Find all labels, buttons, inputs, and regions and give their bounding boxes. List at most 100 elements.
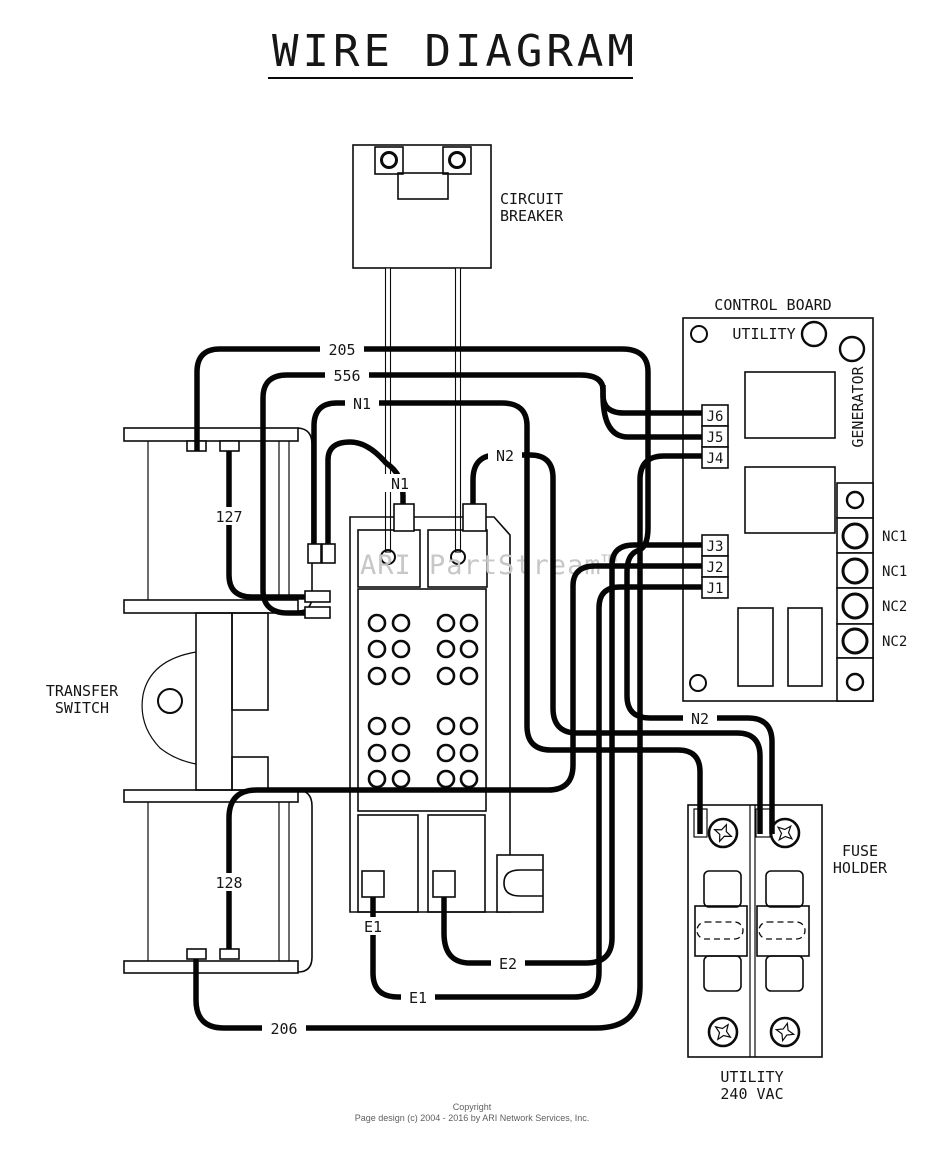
fuse-cartridge-right bbox=[756, 870, 810, 992]
board-terminal-strip bbox=[836, 482, 874, 702]
switch-side-tab-d bbox=[304, 606, 331, 619]
armature-side-step bbox=[231, 756, 269, 791]
wire-label-e1-bottom: E1 bbox=[409, 989, 427, 1007]
wire-206 bbox=[193, 453, 706, 1031]
armature-pivot-arm bbox=[141, 651, 197, 765]
fuse-screw-top-right-icon bbox=[769, 817, 801, 849]
wire-label-n2-right: N2 bbox=[691, 710, 709, 728]
contactor-terminal-field bbox=[357, 588, 487, 812]
armature-pivot-hole bbox=[157, 688, 183, 714]
fuse-holder: FUSE HOLDER UTILITY 240 VAC bbox=[687, 804, 888, 1103]
fuse-screw-bottom-right-icon bbox=[769, 1016, 801, 1048]
jack-j5-label: J5 bbox=[707, 430, 724, 446]
circuit-breaker-body bbox=[352, 144, 492, 269]
fuse-holder-label-line2: HOLDER bbox=[833, 859, 888, 877]
lower-coil-bottom-plate bbox=[123, 960, 299, 974]
control-board-label: CONTROL BOARD bbox=[714, 296, 831, 314]
fuse-window-right bbox=[758, 921, 806, 940]
breaker-rating-plate bbox=[397, 172, 449, 200]
wire-127 bbox=[226, 451, 306, 600]
utility-label: UTILITY bbox=[732, 325, 795, 343]
strip-hole-nc1-b bbox=[841, 557, 869, 585]
board-capacitor-left bbox=[737, 607, 774, 687]
wire-556-j5-branch bbox=[600, 385, 706, 440]
board-mount-hole-left bbox=[690, 325, 708, 343]
jack-j4 bbox=[701, 446, 729, 469]
jack-blocks: J6 J5 J4 J3 J2 J1 bbox=[701, 404, 729, 599]
wire-128-j2 bbox=[226, 563, 706, 949]
connector-tabs bbox=[304, 503, 487, 898]
wire-label-e1-tab: E1 bbox=[364, 918, 382, 936]
circuit-breaker: CIRCUIT BREAKER bbox=[352, 144, 564, 553]
board-generator-hole bbox=[838, 335, 866, 363]
contactor-bottom-coil-right bbox=[427, 814, 486, 913]
fuse-screw-top-left-icon bbox=[707, 817, 739, 849]
strip-hole-nc1-a bbox=[841, 522, 869, 550]
fuse-screws bbox=[707, 817, 801, 1048]
armature-side-block bbox=[231, 612, 269, 711]
wire-label-n1-left: N1 bbox=[353, 395, 371, 413]
wire-e1 bbox=[370, 584, 706, 1000]
wire-n1-jumper bbox=[325, 439, 406, 558]
strip-hole-nc2-a bbox=[841, 592, 869, 620]
contactor-top-post-left bbox=[380, 549, 396, 565]
contactor-side-bracket-notch bbox=[503, 869, 543, 897]
fuse-cartridge-left bbox=[694, 870, 748, 992]
jack-j6-label: J6 bbox=[707, 409, 724, 425]
jack-j3-label: J3 bbox=[707, 539, 724, 555]
strip-hole-top bbox=[845, 490, 865, 510]
circuit-breaker-label-line1: CIRCUIT bbox=[500, 190, 563, 208]
contactor-top-post-right bbox=[450, 549, 466, 565]
utility-source-label-line2: 240 VAC bbox=[720, 1085, 783, 1103]
contactor-top-coil-left bbox=[357, 529, 421, 588]
fuse-window-left bbox=[696, 921, 744, 940]
breaker-terminal-left bbox=[374, 146, 404, 175]
breaker-screw-right-icon bbox=[448, 151, 466, 169]
strip-hole-bottom bbox=[845, 672, 865, 692]
generator-label: GENERATOR bbox=[849, 365, 867, 447]
board-utility-hole bbox=[800, 320, 828, 348]
lower-coil-inner-lines bbox=[278, 802, 290, 961]
upper-coil-terminal-b bbox=[219, 440, 240, 452]
board-mount-hole-bottom bbox=[689, 674, 707, 692]
switch-side-tab-b bbox=[321, 543, 336, 564]
page-title: WIRE DIAGRAM bbox=[272, 26, 638, 77]
wire-labels: 205 556 N1 N1 N2 127 128 E1 E2 E1 N2 206 bbox=[207, 340, 717, 1038]
lower-coil-terminal-b bbox=[219, 948, 240, 960]
wire-e2 bbox=[441, 542, 706, 966]
wire-label-e2: E2 bbox=[499, 955, 517, 973]
switch-side-tab-a bbox=[307, 543, 322, 564]
wire-label-205: 205 bbox=[328, 341, 355, 359]
breaker-lead-right bbox=[454, 267, 462, 553]
terminal-label-nc2-b: NC2 bbox=[882, 634, 907, 650]
contactor-tab-e2 bbox=[432, 870, 456, 898]
breaker-lead-left bbox=[384, 267, 392, 553]
utility-source-label-line1: UTILITY bbox=[720, 1068, 783, 1086]
fuse-holder-label-line1: FUSE bbox=[842, 842, 878, 860]
wire-n2 bbox=[470, 452, 763, 834]
breaker-screw-left-icon bbox=[380, 151, 398, 169]
transfer-switch-label-line1: TRANSFER bbox=[46, 682, 119, 700]
lower-coil-right-bracket bbox=[297, 789, 313, 973]
upper-coil-inner-lines bbox=[278, 441, 290, 600]
fuse-holder-divider bbox=[749, 805, 756, 1057]
terminal-label-nc2-a: NC2 bbox=[882, 599, 907, 615]
upper-coil-top-plate bbox=[123, 427, 299, 442]
wire-label-128: 128 bbox=[215, 874, 242, 892]
terminal-label-nc1-b: NC1 bbox=[882, 564, 907, 580]
contactor-bottom-coil-left bbox=[357, 814, 419, 913]
jack-j2-label: J2 bbox=[707, 560, 724, 576]
wire-label-n2-center: N2 bbox=[496, 447, 514, 465]
wire-205 bbox=[194, 346, 775, 834]
jack-j1 bbox=[701, 576, 729, 599]
lower-coil-top-plate bbox=[123, 789, 299, 803]
watermark: ARI PartStream™ bbox=[360, 550, 619, 581]
wire-n1 bbox=[311, 400, 703, 834]
board-capacitor-right bbox=[787, 607, 823, 687]
circuit-breaker-label-line2: BREAKER bbox=[500, 207, 564, 225]
board-relay-upper bbox=[744, 371, 836, 439]
jack-j1-label: J1 bbox=[707, 581, 724, 597]
board-relay-lower bbox=[744, 466, 836, 534]
